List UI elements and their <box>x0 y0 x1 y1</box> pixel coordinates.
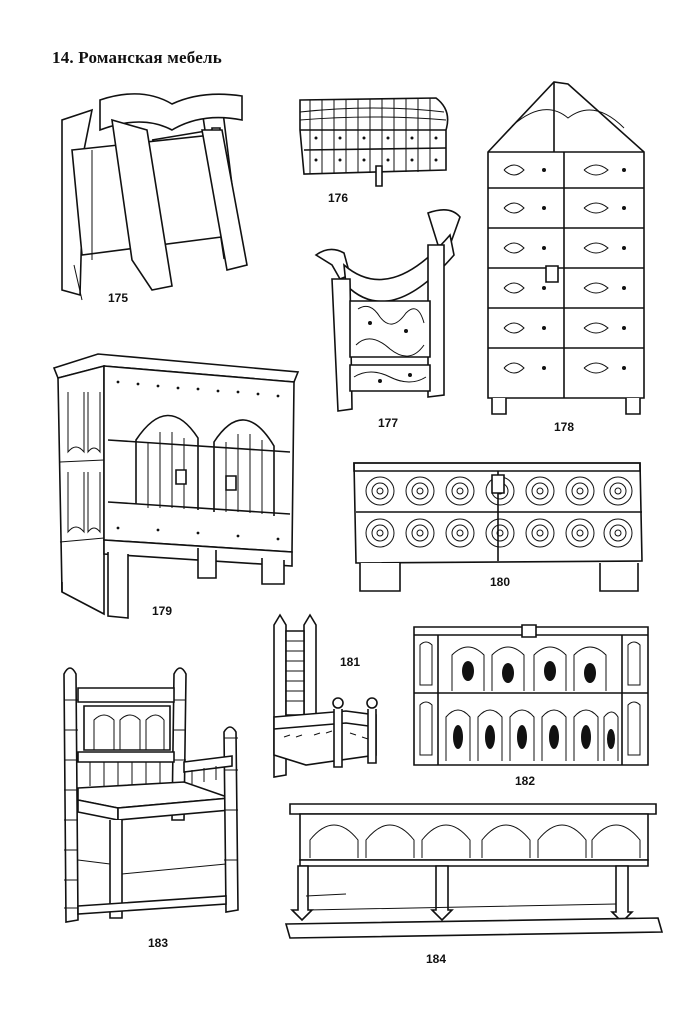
figure-180-spiral-chest <box>350 455 650 595</box>
figure-181-label: 181 <box>340 655 361 669</box>
figure-183-turned-armchair <box>60 660 250 932</box>
figure-183-label: 183 <box>148 936 169 950</box>
figure-178-label: 178 <box>554 420 575 434</box>
figure-177-label: 177 <box>378 416 399 430</box>
figure-182-label: 182 <box>515 774 536 788</box>
page-title: 14. Романская мебель <box>52 48 222 67</box>
figure-179-label: 179 <box>152 604 173 618</box>
figure-177-carved-chair <box>310 205 470 415</box>
figure-182-carved-chest <box>412 625 652 770</box>
figure-179-arched-cupboard <box>48 352 303 622</box>
figure-176-label: 176 <box>328 191 349 205</box>
figure-180-label: 180 <box>490 575 511 589</box>
figure-184-arcade-bench <box>286 800 666 950</box>
figure-178-tall-cupboard <box>484 78 654 418</box>
figure-184-label: 184 <box>426 952 447 966</box>
figure-175-stool <box>52 90 272 310</box>
figure-175-label: 175 <box>108 291 129 305</box>
figure-176-chest <box>296 90 451 190</box>
figure-181-high-back-chair <box>266 605 386 785</box>
